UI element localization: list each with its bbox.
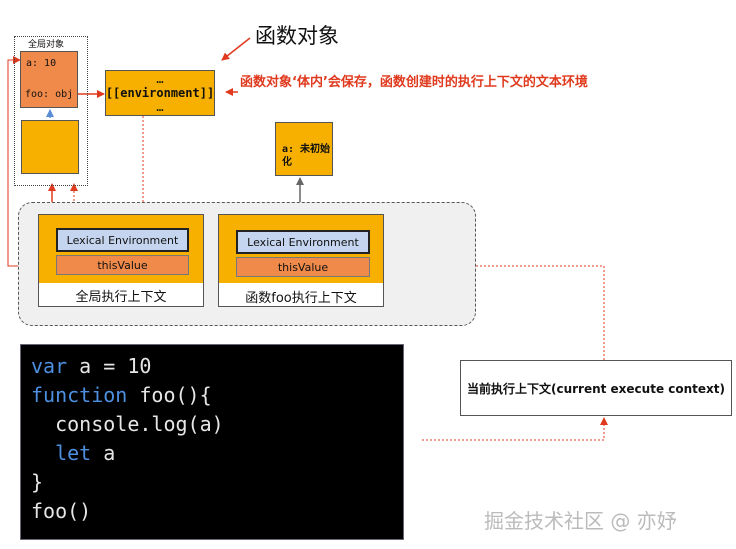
foo-lexical-environment: Lexical Environment (236, 230, 370, 254)
watermark: 掘金技术社区 @ 亦妤 (484, 509, 677, 533)
function-object-title: 函数对象 (255, 24, 339, 48)
environment-slot: [[environment]] (105, 86, 215, 100)
code-to-current-arrow (422, 417, 608, 441)
code-line-1: var a = 10 (31, 354, 152, 378)
code-line-3: console.log(a) (31, 412, 224, 436)
global-execution-context: Lexical Environment thisValue 全局执行上下文 (38, 214, 204, 307)
foo-env-record: a: 未初始化 (275, 122, 333, 176)
code-line-5: } (31, 470, 44, 494)
global-lexical-environment: Lexical Environment (56, 228, 189, 252)
foo-a-uninitialized: a: 未初始化 (282, 144, 331, 168)
current-execute-context: 当前执行上下文(current execute context) (460, 360, 732, 416)
global-context-label: 全局执行上下文 (75, 290, 167, 305)
global-outer-cell (21, 120, 79, 174)
function-dots-bottom: … (156, 100, 164, 114)
global-this-value: thisValue (56, 255, 189, 275)
code-line-6: foo() (31, 499, 92, 523)
foo-context-label: 函数foo执行上下文 (245, 291, 357, 306)
foo-this-value: thisValue (236, 257, 370, 277)
global-a-entry: a: 10 (26, 58, 57, 69)
global-object-record: a: 10 foo: obj (20, 51, 78, 108)
title-pointer-arrow (221, 37, 251, 61)
foo-execution-context: Lexical Environment thisValue 函数foo执行上下文 (218, 214, 384, 307)
function-dots-top: … (156, 72, 164, 86)
code-line-2: function foo(){ (31, 383, 212, 407)
code-panel: var a = 10 function foo(){ console.log(a… (20, 344, 404, 540)
global-object-container (14, 36, 88, 186)
function-object-box: … [[environment]] … (105, 70, 215, 116)
global-foo-entry: foo: obj (25, 89, 74, 100)
code-line-4: let a (55, 441, 116, 465)
global-object-label: 全局对象 (28, 40, 65, 50)
environment-note: 函数对象‘体内’会保存，函数创建时的执行上下文的文本环境 (240, 75, 588, 90)
